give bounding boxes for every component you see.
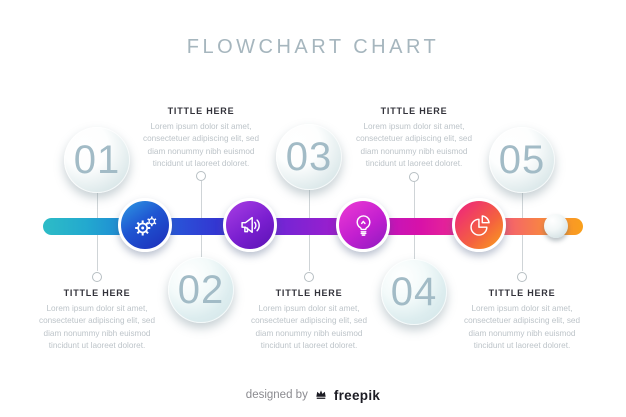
pie-chart-icon [469,214,490,236]
connector-ring [517,272,527,282]
step-text-04: TITTLE HERE Lorem ipsum dolor sit amet, … [352,106,476,170]
freepik-brand-label: freepik [333,387,381,403]
step-number: 03 [285,134,333,179]
connector-ring [409,172,419,182]
connector-line [201,235,202,258]
step-body: Lorem ipsum dolor sit amet, consectetuer… [142,122,260,168]
step-heading: TITTLE HERE [380,106,448,116]
gears-icon [134,216,156,236]
icon-badge-lightbulb [336,198,390,252]
connector-line [309,190,310,218]
designed-by-label: designed by [245,389,308,401]
connector-ring [304,272,314,282]
megaphone-icon [240,216,260,233]
step-text-02: TITTLE HERE Lorem ipsum dolor sit amet, … [139,106,263,170]
step-circle-02: 02 [168,257,234,323]
step-body: Lorem ipsum dolor sit amet, consectetuer… [355,122,473,168]
timeline-end-ball [544,214,568,238]
step-circle-04: 04 [381,259,447,325]
connector-line [201,181,202,218]
step-circle-05: 05 [489,127,555,193]
step-text-03: TITTLE HERE Lorem ipsum dolor sit amet, … [247,288,371,352]
connector-line [97,235,98,271]
timeline-bar [43,218,583,235]
page-title: FLOWCHART CHART [186,36,440,58]
connector-ring [196,171,206,181]
step-body: Lorem ipsum dolor sit amet, consectetuer… [250,304,368,350]
step-circle-03: 03 [276,124,342,190]
footer-credit: designed by freepik [0,385,626,405]
freepik-crown-icon [316,390,326,399]
step-heading: TITTLE HERE [488,288,556,298]
connector-line [414,182,415,218]
connector-ring [92,272,102,282]
step-number: 02 [177,267,225,312]
step-text-01: TITTLE HERE Lorem ipsum dolor sit amet, … [35,288,159,352]
icon-badge-pie-chart [452,198,506,252]
connector-line [522,193,523,218]
step-text-05: TITTLE HERE Lorem ipsum dolor sit amet, … [460,288,584,352]
step-body: Lorem ipsum dolor sit amet, consectetuer… [463,304,581,350]
step-heading: TITTLE HERE [63,288,131,298]
connector-line [414,235,415,259]
icon-badge-gears [118,198,172,252]
step-number: 04 [390,269,438,314]
step-body: Lorem ipsum dolor sit amet, consectetuer… [38,304,156,350]
connector-line [97,191,98,218]
step-number: 05 [498,137,546,182]
step-number: 01 [73,137,121,182]
icon-badge-megaphone [223,198,277,252]
lightbulb-icon [355,214,371,236]
connector-line [522,235,523,271]
connector-line [309,235,310,271]
step-circle-01: 01 [64,127,130,193]
step-heading: TITTLE HERE [167,106,235,116]
step-heading: TITTLE HERE [275,288,343,298]
